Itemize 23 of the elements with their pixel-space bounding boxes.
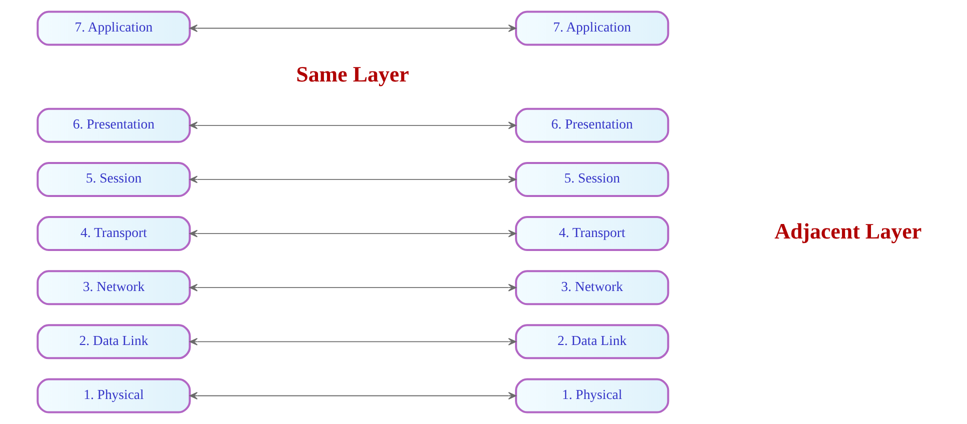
node-box: 7. Application: [36, 10, 191, 46]
node-box: 5. Session: [36, 162, 191, 197]
label: Same Layer: [296, 62, 410, 87]
arrow: [189, 338, 516, 346]
node-box: 1. Physical: [515, 378, 670, 414]
node-box: 4. Transport: [36, 216, 191, 252]
arrow: [189, 230, 516, 238]
arrow: [189, 122, 516, 130]
node-box: 3. Network: [515, 270, 670, 306]
node-box: 4. Transport: [515, 216, 670, 252]
arrow: [189, 176, 516, 184]
label: Adjacent Layer: [774, 218, 922, 244]
node-box: 2. Data Link: [515, 324, 670, 360]
node-box: 3. Network: [36, 270, 191, 306]
arrow: [189, 392, 516, 400]
node-box: 1. Physical: [36, 378, 191, 414]
node-box: 7. Application: [515, 10, 670, 46]
node-box: 6. Presentation: [36, 108, 191, 143]
arrow: [189, 284, 516, 292]
node-box: 2. Data Link: [36, 324, 191, 360]
node-box: 5. Session: [515, 162, 670, 197]
arrow: [189, 24, 516, 32]
node-box: 6. Presentation: [515, 108, 670, 143]
